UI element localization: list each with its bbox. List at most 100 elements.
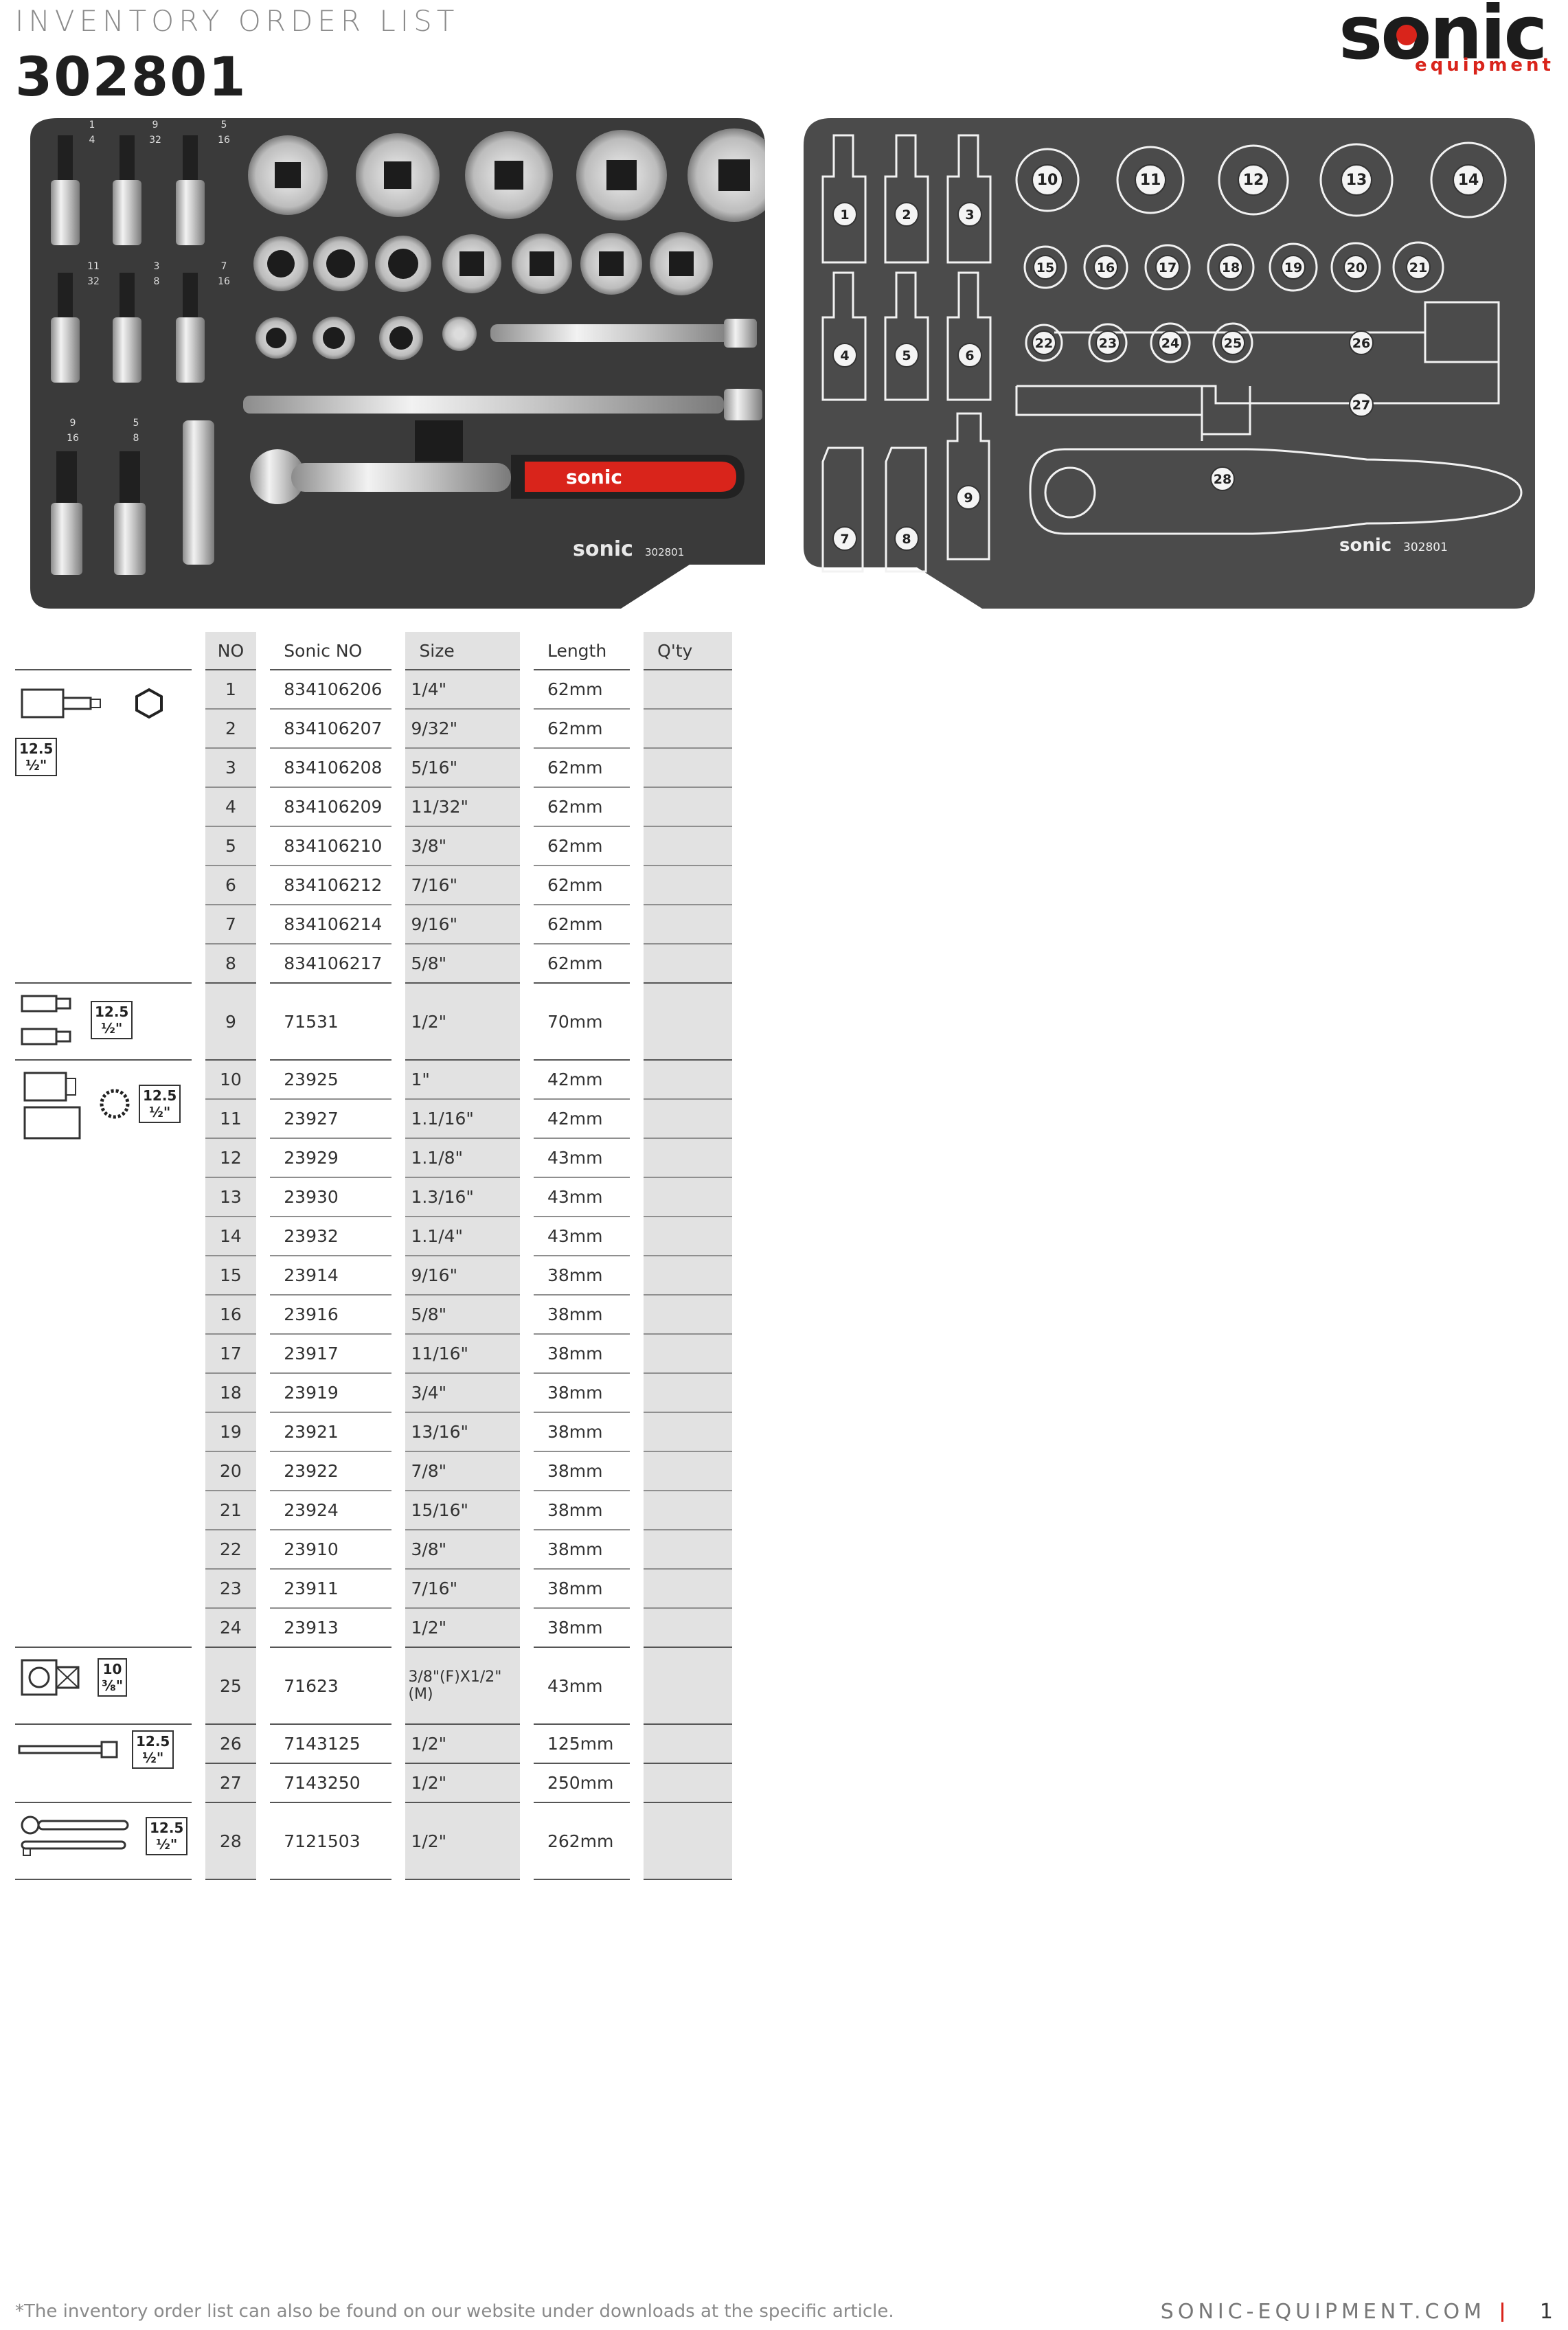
column-gap — [391, 1724, 405, 1763]
qty-field[interactable] — [644, 1099, 732, 1139]
footer-website-link[interactable]: SONIC-EQUIPMENT.COM — [1160, 2300, 1486, 2324]
twelve-point-icon — [100, 1089, 130, 1119]
column-gap — [192, 1217, 205, 1256]
column-gap — [256, 1608, 270, 1647]
tray-slot-18: 18 — [1207, 243, 1255, 291]
item-length: 62mm — [533, 826, 630, 866]
set-code: 302801 — [15, 47, 247, 109]
column-gap — [520, 1647, 534, 1724]
column-gap — [256, 866, 270, 905]
qty-field[interactable] — [644, 1802, 732, 1880]
tray-slot-11: 11 — [1116, 146, 1185, 214]
qty-field[interactable] — [644, 1177, 732, 1217]
qty-field[interactable] — [644, 1060, 732, 1100]
tray-slot-outline — [1015, 148, 1080, 212]
qty-field[interactable] — [644, 1138, 732, 1178]
tray-marker-circle — [894, 343, 919, 367]
tray-slot-outline — [1025, 324, 1063, 362]
qty-field[interactable] — [644, 1530, 732, 1570]
tray-slot-24: 24 — [1150, 322, 1191, 363]
column-gap — [391, 1412, 405, 1451]
item-size: 1/2" — [405, 1608, 520, 1648]
column-gap — [630, 1295, 644, 1334]
qty-field[interactable] — [644, 1373, 732, 1413]
qty-field[interactable] — [644, 1763, 732, 1803]
column-gap — [732, 905, 775, 944]
bit-label-den: 4 — [89, 135, 95, 146]
column-gap — [732, 1334, 775, 1373]
qty-field[interactable] — [644, 1217, 732, 1256]
column-gap — [391, 1099, 405, 1138]
sonic-part-number: 23930 — [270, 1177, 392, 1217]
qty-field[interactable] — [644, 1608, 732, 1648]
tray-map-set-code: 302801 — [1403, 541, 1448, 554]
column-gap — [256, 787, 270, 826]
qty-field[interactable] — [644, 866, 732, 905]
column-gap — [732, 1295, 775, 1334]
bit-label-num: 9 — [70, 418, 76, 429]
qty-field[interactable] — [644, 670, 732, 710]
qty-field[interactable] — [644, 1334, 732, 1374]
column-gap — [520, 1608, 534, 1647]
item-size: 11/16" — [405, 1334, 520, 1374]
sonic-part-number: 23910 — [270, 1530, 392, 1570]
tray-marker-circle — [1135, 164, 1166, 196]
item-number: 15 — [205, 1256, 257, 1296]
qty-field[interactable] — [644, 1569, 732, 1609]
qty-field[interactable] — [644, 826, 732, 866]
table-header-row: NO Sonic NO Size Length Q'ty — [15, 632, 775, 670]
item-number: 24 — [205, 1608, 257, 1648]
qty-field[interactable] — [644, 905, 732, 945]
column-gap — [630, 826, 644, 866]
column-gap — [192, 1138, 205, 1177]
qty-field[interactable] — [644, 983, 732, 1061]
column-gap — [520, 866, 534, 905]
column-gap — [520, 1569, 534, 1608]
tray-photo: 1 4 9 32 5 16 11 32 3 8 7 16 9 16 5 8 — [30, 118, 765, 609]
tray-marker-number: 21 — [1409, 260, 1427, 275]
qty-field[interactable] — [644, 944, 732, 984]
qty-field[interactable] — [644, 1256, 732, 1296]
column-gap — [256, 944, 270, 983]
sonic-part-number: 23929 — [270, 1138, 392, 1178]
qty-field[interactable] — [644, 709, 732, 749]
column-gap — [391, 1530, 405, 1569]
item-size: 13/16" — [405, 1412, 520, 1452]
qty-field[interactable] — [644, 1647, 732, 1725]
sonic-part-number: 23911 — [270, 1569, 392, 1609]
item-number: 2 — [205, 709, 257, 749]
qty-field[interactable] — [644, 748, 732, 788]
column-gap — [192, 1724, 205, 1763]
column-gap — [192, 1334, 205, 1373]
qty-field[interactable] — [644, 1295, 732, 1335]
item-size: 3/4" — [405, 1373, 520, 1413]
column-gap — [391, 1060, 405, 1099]
column-gap — [630, 1763, 644, 1802]
qty-field[interactable] — [644, 1451, 732, 1491]
sonic-part-number: 23921 — [270, 1412, 392, 1452]
qty-field[interactable] — [644, 787, 732, 827]
qty-field[interactable] — [644, 1491, 732, 1530]
qty-field[interactable] — [644, 1724, 732, 1764]
column-gap — [256, 1491, 270, 1530]
extension-bar-icon — [18, 1741, 118, 1758]
tray-marker-circle — [1281, 255, 1306, 280]
tray-marker-number: 13 — [1346, 172, 1367, 189]
tray-slot-25: 25 — [1212, 322, 1253, 363]
item-length: 38mm — [533, 1334, 630, 1374]
column-gap — [391, 1177, 405, 1217]
tray-marker-number: 12 — [1243, 172, 1264, 189]
tray-marker-number: 7 — [840, 532, 849, 547]
adaptor-icon — [21, 1659, 80, 1696]
tray-slot-outline — [1116, 146, 1185, 214]
qty-field[interactable] — [644, 1412, 732, 1452]
item-length: 62mm — [533, 709, 630, 749]
